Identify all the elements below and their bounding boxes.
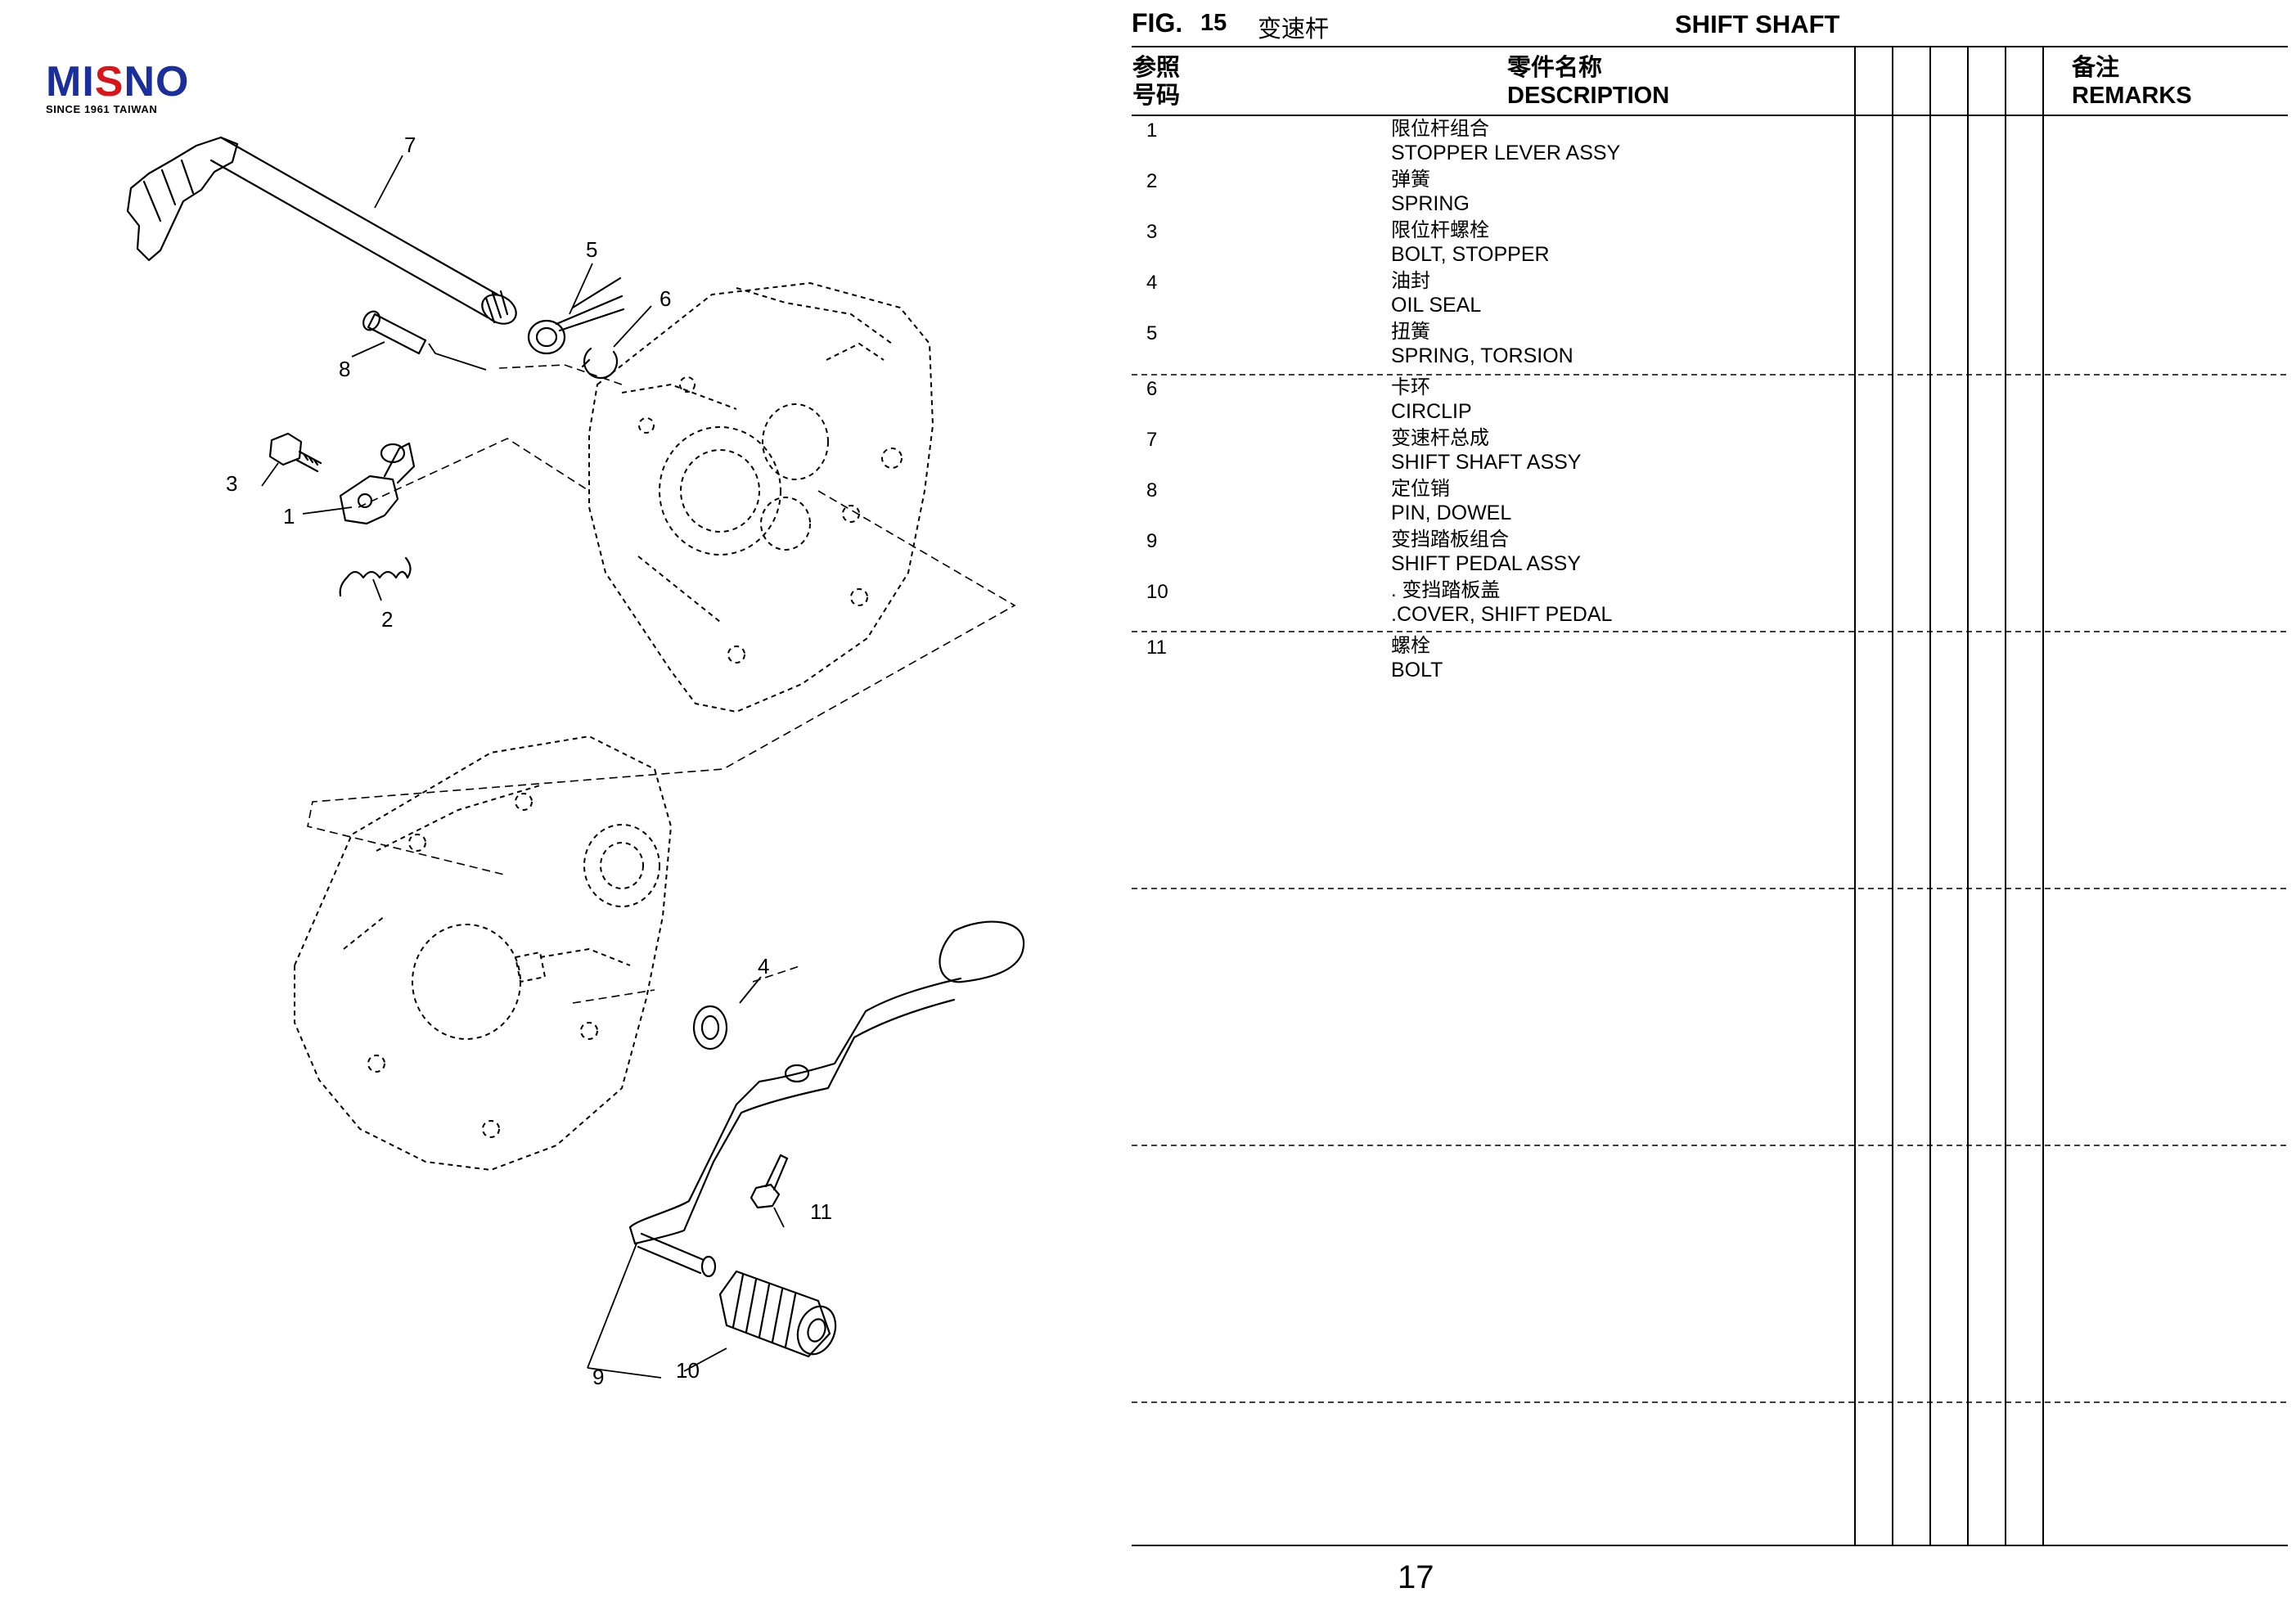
row-ref: 8 <box>1146 479 1158 502</box>
row-desc-en: .COVER, SHIFT PEDAL <box>1391 603 1613 626</box>
shift-pedal-part <box>628 920 1025 1278</box>
row-ref: 5 <box>1146 322 1158 344</box>
row-ref: 9 <box>1146 530 1158 552</box>
row-desc-en: PIN, DOWEL <box>1391 502 1512 524</box>
row-ref: 3 <box>1146 221 1158 243</box>
row-desc-cn: 变挡踏板组合 <box>1391 529 1509 551</box>
row-desc-cn: 限位杆螺栓 <box>1391 219 1489 241</box>
torsion-spring-part <box>527 277 625 355</box>
row-desc-cn: 卡环 <box>1391 376 1430 398</box>
row-desc-en: SPRING, TORSION <box>1391 344 1573 367</box>
row-desc-cn: . 变挡踏板盖 <box>1391 579 1501 601</box>
row-desc-cn: 油封 <box>1391 270 1430 292</box>
row-desc-cn: 弹簧 <box>1391 169 1430 191</box>
ref-column-header: 参照 号码 <box>1132 55 1181 109</box>
row-desc-en: SPRING <box>1391 192 1470 215</box>
right-crankcase-half <box>588 282 934 713</box>
row-desc-cn: 变速杆总成 <box>1391 427 1489 449</box>
row-desc-en: CIRCLIP <box>1391 400 1472 423</box>
figure-title-cn: 变速杆 <box>1258 16 1330 43</box>
row-desc-en: SHIFT SHAFT ASSY <box>1391 451 1582 474</box>
figure-number: 15 <box>1200 10 1227 36</box>
stopper-spring-part <box>339 556 412 597</box>
callout-7: 7 <box>404 133 416 157</box>
row-desc-cn: 螺栓 <box>1391 635 1430 657</box>
row-ref: 1 <box>1146 119 1158 142</box>
callout-4: 4 <box>758 954 769 978</box>
left-crankcase-half <box>294 736 672 1171</box>
row-desc-en: BOLT, STOPPER <box>1391 243 1550 266</box>
callout-1: 1 <box>283 504 295 529</box>
page-number: 17 <box>1398 1559 1434 1595</box>
row-desc-en: SHIFT PEDAL ASSY <box>1391 552 1582 575</box>
row-ref: 7 <box>1146 429 1158 451</box>
row-desc-en: BOLT <box>1391 659 1443 682</box>
callout-10: 10 <box>676 1358 700 1383</box>
figure-header: FIG. 15 变速杆 SHIFT SHAFT <box>1132 7 2285 43</box>
pedal-bolt-part <box>750 1154 789 1209</box>
circlip-part <box>581 347 619 380</box>
row-ref: 11 <box>1146 637 1167 659</box>
remarks-column-header: 备注 REMARKS <box>2072 55 2192 109</box>
exploded-parts-diagram: 7 5 6 8 3 1 2 4 11 9 10 <box>126 133 1025 1389</box>
callout-9: 9 <box>592 1365 604 1389</box>
row-desc-en: OIL SEAL <box>1391 294 1482 317</box>
row-desc-cn: 限位杆组合 <box>1391 118 1489 140</box>
shift-shaft-part <box>126 136 517 325</box>
dowel-pin-part <box>362 310 427 355</box>
logo-wordmark: MISNO <box>46 58 190 106</box>
row-desc-cn: 扭簧 <box>1391 321 1430 343</box>
callout-8: 8 <box>339 357 350 381</box>
row-ref: 4 <box>1146 272 1158 294</box>
description-column-header: 零件名称 DESCRIPTION <box>1507 55 1670 109</box>
figure-title-en: SHIFT SHAFT <box>1675 10 1840 38</box>
figure-label: FIG. <box>1132 8 1183 38</box>
row-desc-cn: 定位销 <box>1391 478 1450 500</box>
row-ref: 6 <box>1146 378 1158 400</box>
callout-6: 6 <box>660 286 671 311</box>
brand-logo: MISNO SINCE 1961 TAIWAN <box>46 58 190 115</box>
row-ref: 2 <box>1146 170 1158 192</box>
row-ref: 10 <box>1146 581 1168 603</box>
pedal-cover-part <box>718 1270 837 1358</box>
logo-tagline: SINCE 1961 TAIWAN <box>46 103 158 115</box>
stopper-bolt-part <box>268 432 322 473</box>
callout-2: 2 <box>381 607 393 632</box>
stopper-lever-part <box>339 442 416 525</box>
oil-seal-part <box>692 1005 728 1050</box>
callout-3: 3 <box>226 471 237 496</box>
row-desc-en: STOPPER LEVER ASSY <box>1391 142 1621 164</box>
callout-11: 11 <box>810 1199 832 1224</box>
callout-5: 5 <box>586 237 597 262</box>
